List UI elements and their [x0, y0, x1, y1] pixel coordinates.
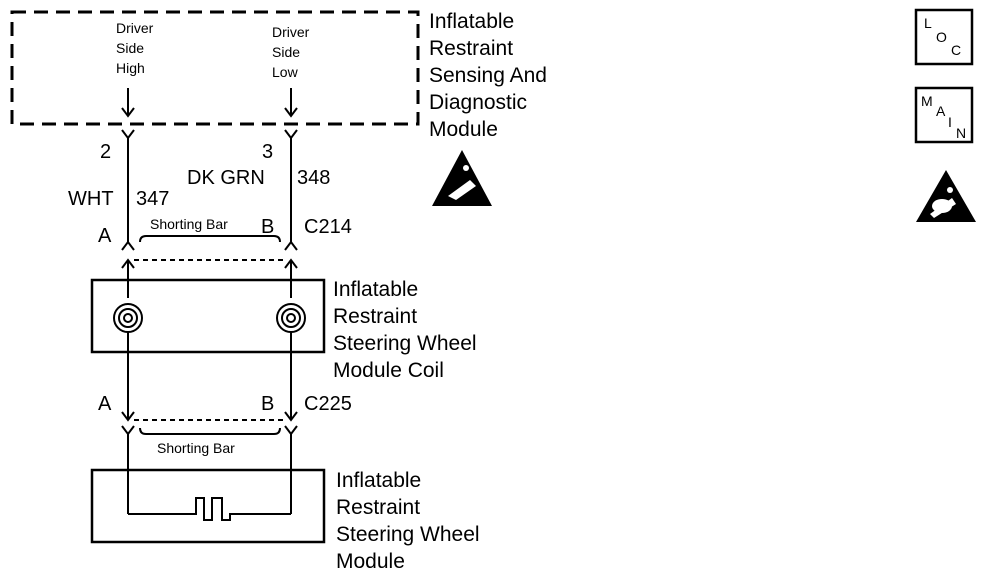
sensing-module-title-4: Diagnostic — [429, 91, 527, 114]
pin-right-number: 3 — [262, 141, 273, 163]
pin-right-name-1: Driver — [272, 24, 310, 40]
airbag-warning-icon — [916, 170, 976, 222]
c214-shorting-bar-bracket — [139, 235, 281, 243]
loc-symbol: L O C — [914, 8, 974, 66]
esd-warning-icon — [432, 150, 492, 206]
loc-letter-o: O — [936, 29, 947, 45]
coil-module-title-1: Inflatable — [333, 278, 418, 301]
main-symbol: M A I N — [914, 86, 974, 144]
coil-left-spiral-icon — [113, 303, 143, 333]
wire-left-circuit: 347 — [136, 188, 169, 210]
wire-left-color: WHT — [68, 188, 114, 210]
main-letter-i: I — [948, 114, 952, 130]
loc-letter-c: C — [951, 42, 961, 58]
sensing-module-title-1: Inflatable — [429, 10, 514, 33]
wire-right-color: DK GRN — [187, 167, 265, 189]
inflator-squib-symbol — [128, 497, 291, 521]
c214-shorting-bar-label: Shorting Bar — [150, 216, 228, 232]
main-letter-m: M — [921, 93, 933, 109]
coil-right-spiral-icon — [276, 303, 306, 333]
c214-pin-a: A — [98, 225, 112, 247]
pin-left-number: 2 — [100, 141, 111, 163]
sensing-module-box — [10, 10, 420, 126]
c214-name: C214 — [304, 216, 352, 238]
c225-pin-a: A — [98, 393, 112, 415]
main-letter-a: A — [936, 103, 946, 119]
wheel-module-title-2: Restraint — [336, 496, 420, 519]
wire-right-circuit: 348 — [297, 167, 330, 189]
sensing-module-title-5: Module — [429, 118, 498, 141]
wheel-module-title-3: Steering Wheel — [336, 523, 480, 546]
pin-left-name-3: High — [116, 60, 145, 76]
pin-right-name-2: Side — [272, 44, 300, 60]
wheel-module-title-1: Inflatable — [336, 469, 421, 492]
c225-shorting-bar-label: Shorting Bar — [157, 440, 235, 456]
c225-shorting-bar-bracket — [139, 427, 281, 435]
c214-pin-b: B — [261, 216, 274, 238]
sensing-module-title-2: Restraint — [429, 37, 513, 60]
wheel-module-box — [90, 468, 326, 544]
main-letter-n: N — [956, 125, 966, 141]
right-pin-terminal — [284, 88, 298, 140]
c225-name: C225 — [304, 393, 352, 415]
loc-letter-l: L — [924, 15, 932, 31]
left-pin-terminal — [121, 88, 135, 140]
coil-module-title-4: Module Coil — [333, 359, 444, 382]
pin-right-name-3: Low — [272, 64, 299, 80]
c225-pin-b: B — [261, 393, 274, 415]
coil-module-box — [90, 278, 326, 354]
coil-module-title-2: Restraint — [333, 305, 417, 328]
pin-left-name-1: Driver — [116, 20, 154, 36]
pin-left-name-2: Side — [116, 40, 144, 56]
wheel-module-title-4: Module — [336, 550, 405, 573]
coil-module-title-3: Steering Wheel — [333, 332, 477, 355]
sensing-module-title-3: Sensing And — [429, 64, 547, 87]
